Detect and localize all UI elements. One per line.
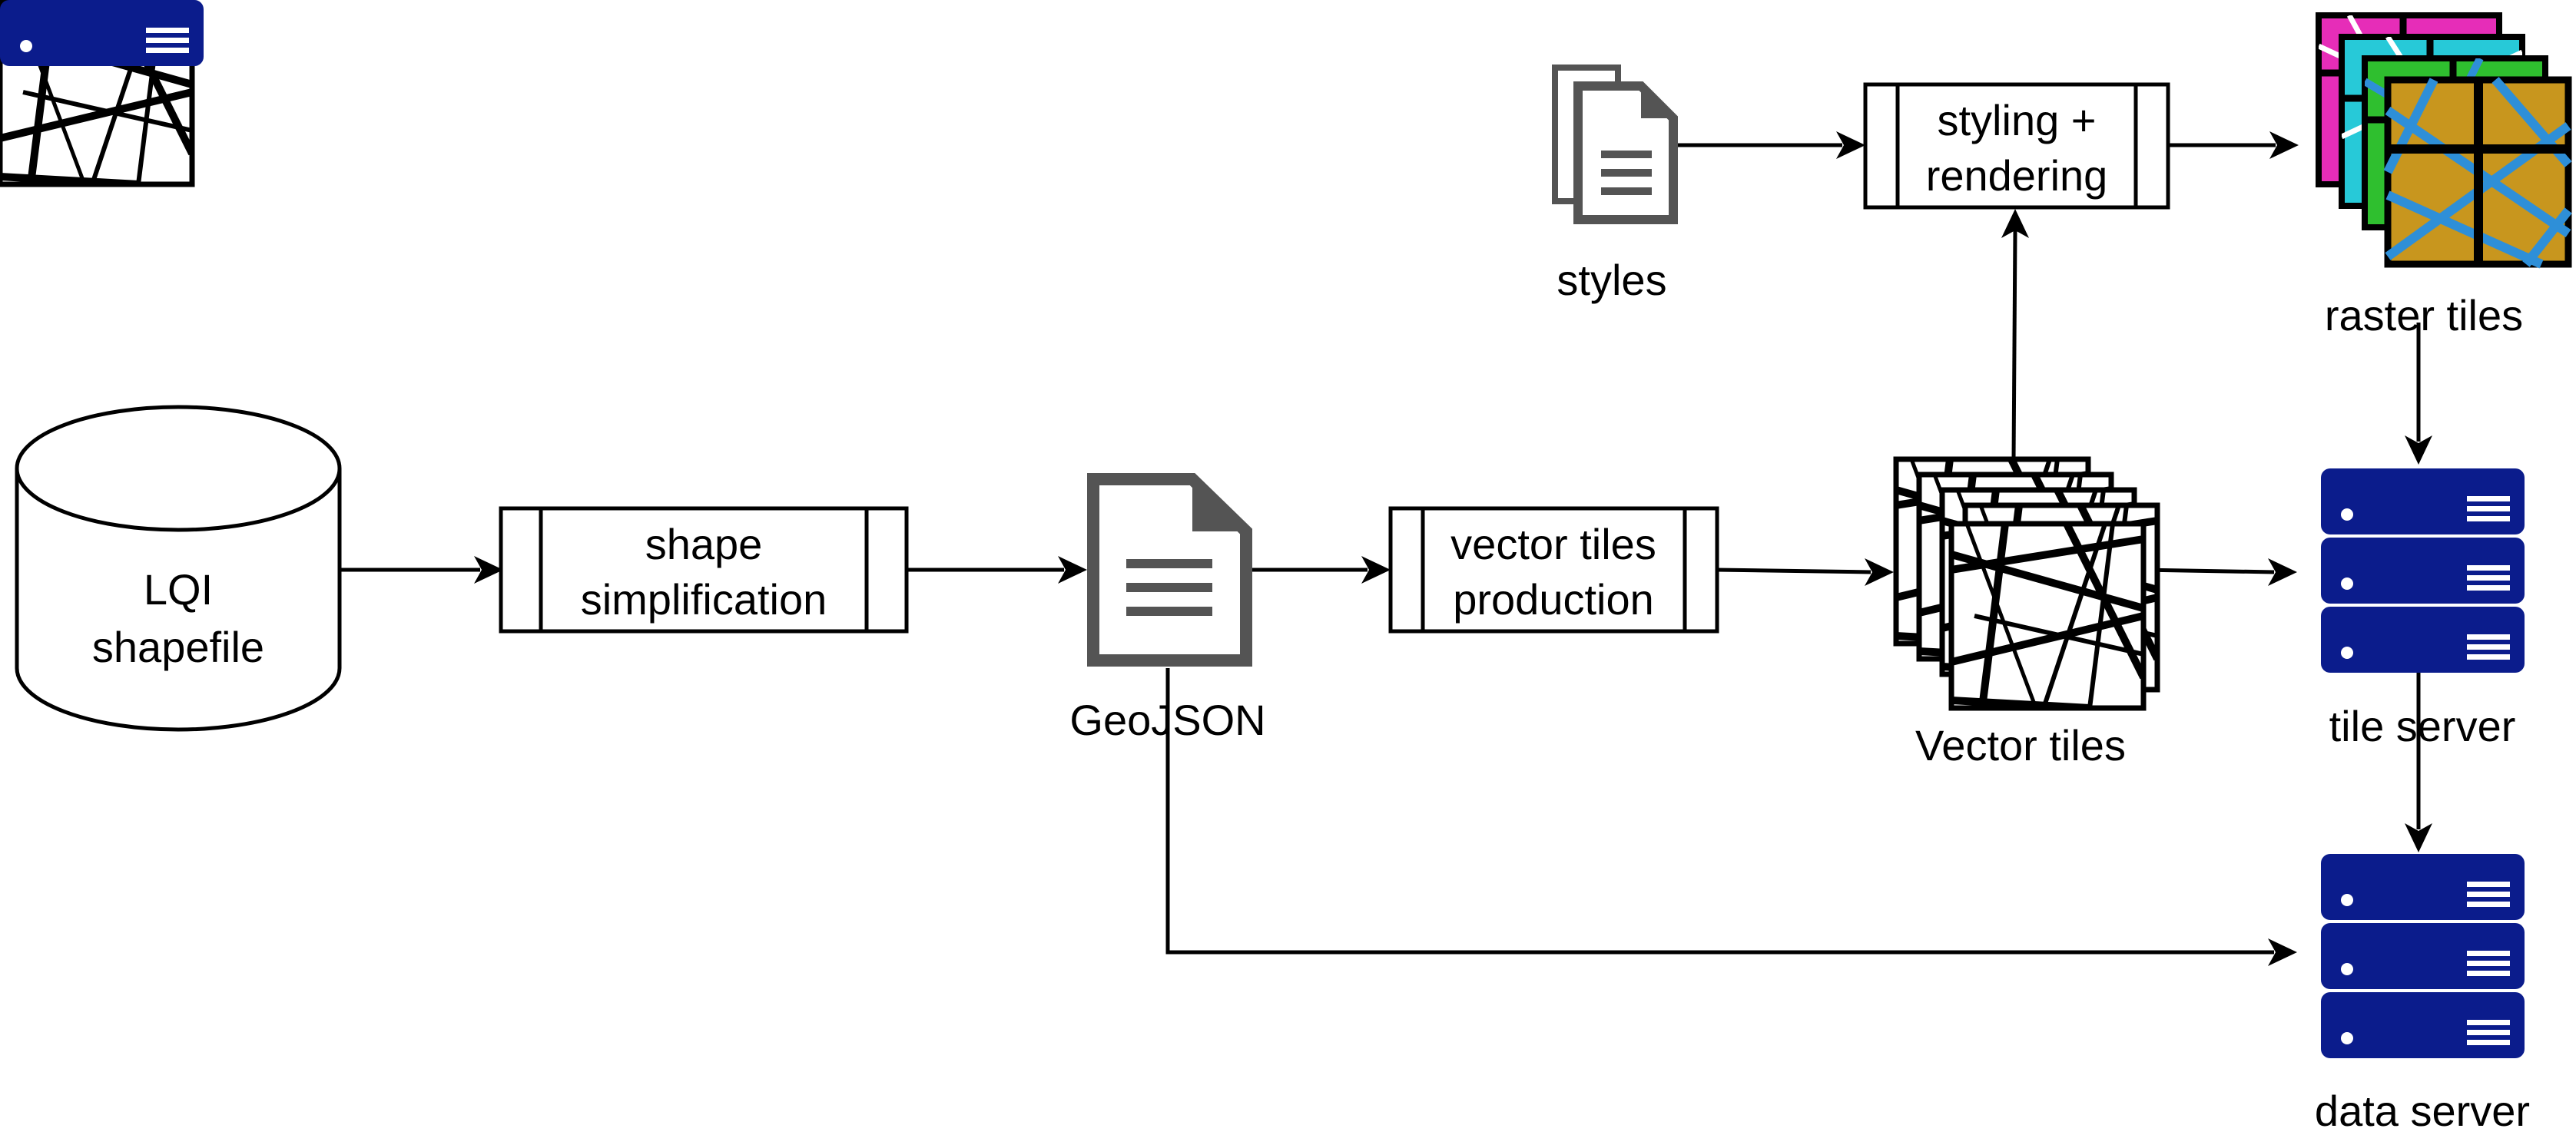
arrowhead (2001, 209, 2029, 238)
arrowhead (2405, 823, 2432, 852)
process-box (1863, 82, 2170, 210)
raster-tiles-label: raster tiles (2325, 291, 2523, 339)
node-shape-simplification[interactable]: shape simplification (499, 506, 909, 634)
arrowhead (1361, 556, 1391, 584)
arrowhead (2269, 131, 2299, 159)
database-icon (15, 405, 342, 732)
document-icon (1087, 473, 1252, 667)
node-styling-rendering[interactable]: styling + rendering (1863, 82, 2170, 210)
node-vector-tiles-production[interactable]: vector tiles production (1388, 506, 1719, 634)
node-data-server[interactable]: data server (2315, 854, 2530, 1135)
server-icon (2321, 854, 2525, 1058)
tile-server-label: tile server (2329, 702, 2516, 750)
raster-tiles-icon (2316, 12, 2572, 269)
node-styles[interactable]: styles (1552, 65, 1678, 304)
edge-vectortiles-to-styling (2011, 230, 2017, 462)
shape-label-line2: simplification (581, 575, 827, 624)
arrowhead (1836, 131, 1865, 159)
process-box (499, 506, 909, 634)
documents-icon (1552, 65, 1678, 224)
styles-label: styles (1557, 256, 1666, 304)
edge-vectorprod-to-vectortiles (1716, 568, 1871, 574)
styling-label-line2: rendering (1926, 151, 2108, 200)
arrowhead (2268, 558, 2297, 586)
node-raster-tiles[interactable]: raster tiles (2316, 12, 2572, 339)
node-geojson[interactable]: GeoJSON (1069, 473, 1266, 744)
node-lqi-shapefile[interactable]: LQI shapefile (15, 405, 342, 732)
shape-label-line1: shape (645, 520, 763, 568)
styling-label-line1: styling + (1938, 96, 2097, 144)
vectorprod-label-line2: production (1453, 575, 1654, 624)
arrowhead (2405, 435, 2432, 465)
vectorprod-label-line1: vector tiles (1450, 520, 1656, 568)
edge-geojson-to-dataserver (1165, 668, 2274, 955)
data-server-label: data server (2315, 1087, 2530, 1135)
server-icon (0, 0, 2525, 673)
edges (338, 131, 2432, 966)
geojson-label: GeoJSON (1069, 696, 1265, 744)
lqi-label-line2: shapefile (92, 623, 264, 671)
lqi-label-line1: LQI (144, 565, 213, 614)
arrowhead (2268, 938, 2297, 966)
edge-vectortiles-to-tileserver (2143, 568, 2275, 574)
process-box (1388, 506, 1719, 634)
arrowhead (1058, 556, 1087, 584)
arrowhead (474, 556, 503, 584)
arrowhead (1865, 558, 1894, 586)
vector-tiles-label: Vector tiles (1915, 721, 2126, 769)
node-tile-server[interactable]: tile server (0, 0, 2525, 750)
